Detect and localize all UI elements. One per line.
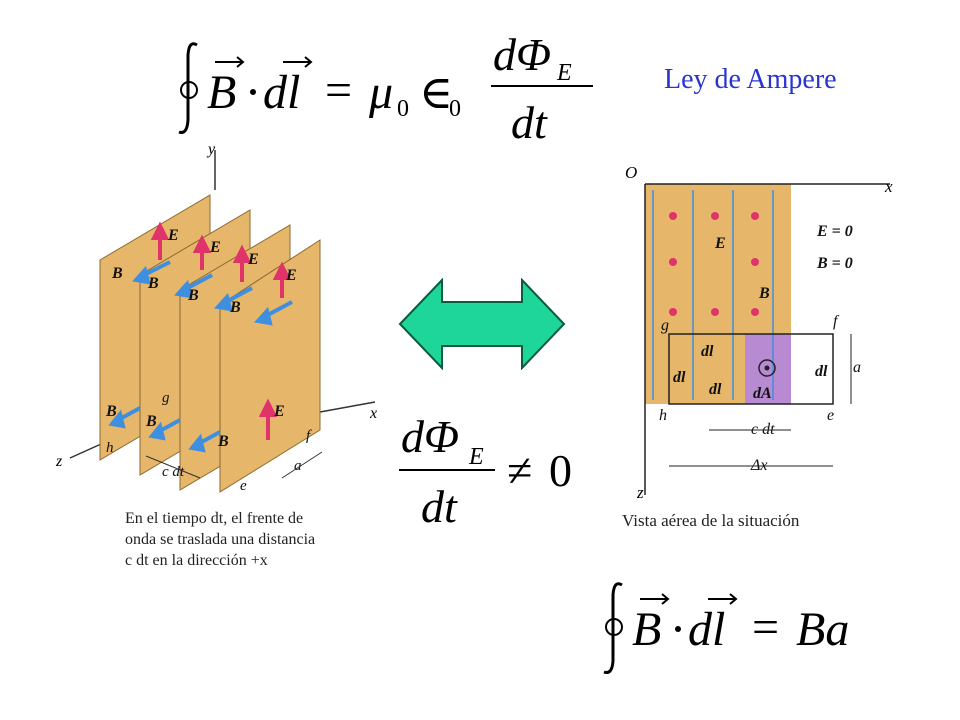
- svg-text:h: h: [659, 407, 667, 424]
- svg-text:g: g: [162, 390, 170, 406]
- svg-text:dl: dl: [815, 363, 828, 380]
- svg-text:dl: dl: [263, 66, 300, 119]
- svg-text:dl: dl: [673, 369, 686, 386]
- svg-text:B = 0: B = 0: [816, 255, 853, 272]
- svg-text:≠: ≠: [507, 445, 532, 496]
- svg-text:E: E: [167, 227, 179, 244]
- svg-text:E: E: [556, 60, 572, 86]
- ampere-law-ba-equation: B dl = Ba: [600, 565, 930, 690]
- svg-text:dl: dl: [709, 381, 722, 398]
- svg-text:B: B: [111, 265, 123, 282]
- svg-text:dt: dt: [511, 97, 548, 148]
- svg-text:B: B: [105, 403, 117, 420]
- svg-text:=: =: [325, 64, 352, 117]
- ampere-maxwell-equation: B dl = μ 0 ∈ 0 dΦ E dt: [175, 20, 615, 155]
- svg-text:c dt: c dt: [162, 464, 185, 480]
- svg-text:e: e: [827, 407, 834, 424]
- caption-line-1: En el tiempo dt, el frente de: [125, 510, 304, 527]
- svg-text:Ba: Ba: [796, 603, 849, 656]
- svg-text:f: f: [833, 313, 840, 330]
- svg-text:B: B: [229, 299, 241, 316]
- svg-text:E: E: [209, 239, 221, 256]
- svg-text:O: O: [625, 163, 637, 182]
- svg-text:a: a: [294, 458, 302, 474]
- svg-text:z: z: [55, 453, 63, 470]
- left-figure-caption: En el tiempo dt, el frente de onda se tr…: [125, 508, 375, 571]
- svg-text:=: =: [752, 601, 779, 654]
- svg-text:E = 0: E = 0: [816, 223, 853, 240]
- svg-text:dt: dt: [421, 481, 458, 530]
- svg-text:x: x: [884, 177, 893, 196]
- svg-text:dΦ: dΦ: [493, 29, 551, 80]
- svg-text:0: 0: [449, 96, 461, 122]
- caption-line-3: c dt en la dirección +x: [125, 552, 268, 569]
- svg-text:dΦ: dΦ: [401, 411, 459, 462]
- double-arrow-icon: [398, 277, 568, 375]
- svg-text:B: B: [147, 275, 159, 292]
- svg-text:B: B: [187, 287, 199, 304]
- svg-text:dl: dl: [701, 343, 714, 360]
- svg-text:∈: ∈: [419, 67, 453, 118]
- svg-text:h: h: [106, 440, 114, 456]
- svg-text:f: f: [306, 428, 312, 444]
- svg-text:B: B: [217, 433, 229, 450]
- right-figure-caption: Vista aérea de la situación: [622, 511, 800, 530]
- svg-text:dA: dA: [753, 385, 772, 402]
- svg-text:B: B: [145, 413, 157, 430]
- flux-change-equation: dΦ E dt ≠ 0: [395, 400, 595, 535]
- svg-text:B: B: [207, 66, 236, 119]
- svg-text:a: a: [853, 359, 861, 376]
- svg-text:e: e: [240, 478, 247, 494]
- svg-text:0: 0: [397, 96, 409, 122]
- svg-text:E: E: [247, 251, 259, 268]
- svg-text:dl: dl: [688, 603, 725, 656]
- top-view-figure: O x z E B E = 0 B = 0 dl dl dl dl dA g f…: [605, 150, 905, 515]
- svg-text:B: B: [758, 285, 770, 302]
- svg-text:E: E: [273, 403, 285, 420]
- svg-text:0: 0: [549, 445, 572, 496]
- svg-text:y: y: [206, 141, 216, 158]
- caption-line-2: onda se traslada una distancia: [125, 531, 316, 548]
- svg-text:E: E: [468, 444, 484, 470]
- svg-text:E: E: [714, 235, 726, 252]
- page-title: Ley de Ampere: [664, 64, 837, 95]
- svg-text:E: E: [285, 267, 297, 284]
- wavefront-planes-figure: y x z E: [50, 140, 390, 505]
- svg-text:g: g: [661, 317, 669, 334]
- svg-text:B: B: [632, 603, 661, 656]
- svg-text:z: z: [636, 483, 644, 502]
- svg-text:μ: μ: [368, 66, 393, 119]
- svg-text:x: x: [369, 405, 377, 422]
